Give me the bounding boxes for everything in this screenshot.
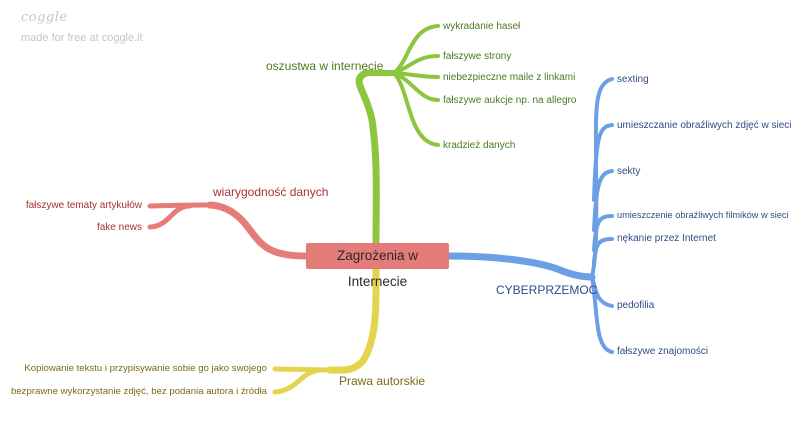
cyber-item[interactable]: fałszywe znajomości xyxy=(617,346,708,357)
credibility-item[interactable]: fałszywe tematy artykułów xyxy=(26,200,143,211)
branch-fraud-connectors xyxy=(355,24,440,247)
copyright-item[interactable]: bezprawne wykorzystanie zdjęć, bez podan… xyxy=(11,386,268,397)
cyber-item[interactable]: sekty xyxy=(617,166,640,177)
coggle-tagline: made for free at coggle.it xyxy=(21,32,143,44)
credibility-item[interactable]: fake news xyxy=(97,222,142,233)
coggle-logo: coggle xyxy=(21,10,68,25)
root-node[interactable]: Zagrożenia w Internecie xyxy=(306,243,449,289)
branch-copyright-label[interactable]: Prawa autorskie xyxy=(339,374,425,388)
cyber-item[interactable]: umieszczanie obraźliwych zdjęć w sieci xyxy=(617,120,792,131)
fraud-item[interactable]: niebezpieczne maile z linkami xyxy=(443,72,575,83)
branch-cyber-connectors xyxy=(445,77,614,354)
fraud-item[interactable]: fałszywe aukcje np. na allegro xyxy=(443,95,577,106)
branch-copyright-connectors xyxy=(272,265,380,395)
fraud-item[interactable]: fałszywe strony xyxy=(443,51,511,62)
branch-credibility-connectors xyxy=(147,201,310,260)
cyber-item[interactable]: sexting xyxy=(617,74,649,85)
branch-credibility-label[interactable]: wiarygodność danych xyxy=(212,185,328,199)
branch-cyber-label[interactable]: CYBERPRZEMOC xyxy=(496,283,598,297)
cyber-item[interactable]: nękanie przez Internet xyxy=(617,233,716,244)
fraud-item[interactable]: kradzież danych xyxy=(443,140,515,151)
cyber-item[interactable]: pedofilia xyxy=(617,300,655,311)
cyber-item[interactable]: umieszczenie obraźliwych filmików w siec… xyxy=(617,210,789,220)
copyright-item[interactable]: Kopiowanie tekstu i przypisywanie sobie … xyxy=(24,363,267,374)
branch-fraud-label[interactable]: oszustwa w internecie xyxy=(266,59,384,73)
fraud-item[interactable]: wykradanie haseł xyxy=(442,21,521,32)
